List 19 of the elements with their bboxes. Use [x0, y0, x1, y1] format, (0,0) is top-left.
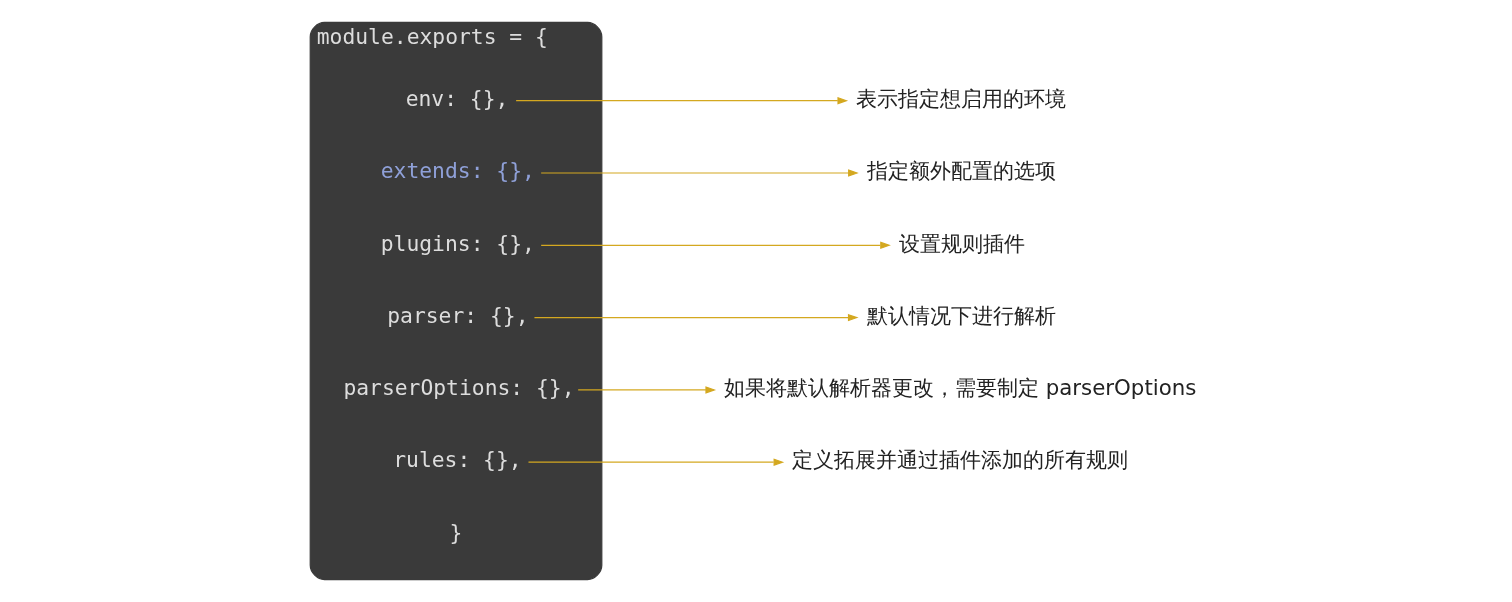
node-text: parser: {},	[386, 302, 529, 328]
node-text: 如果将默认解析器更改，需要制定 parserOptions	[723, 375, 1196, 401]
arrow	[515, 96, 848, 105]
node-text: 指定额外配置的选项	[866, 158, 1056, 184]
arrow	[540, 169, 859, 177]
node-text: extends: {},	[380, 158, 535, 184]
node-text: 定义拓展并通过插件添加的所有规则	[791, 447, 1128, 473]
arrow	[577, 386, 716, 394]
node-text: 表示指定想启用的环境	[855, 85, 1066, 111]
node-text: rules: {},	[392, 447, 522, 473]
arrow	[540, 241, 891, 250]
node-text: 设置规则插件	[898, 230, 1025, 256]
node-text: env: {},	[405, 85, 508, 111]
node-text: plugins: {},	[380, 230, 535, 256]
node-text: 默认情况下进行解析	[866, 302, 1056, 328]
arrow	[533, 313, 859, 322]
label: }	[449, 519, 462, 545]
node-text: parserOptions: {},	[342, 375, 575, 401]
arrow	[527, 458, 784, 466]
